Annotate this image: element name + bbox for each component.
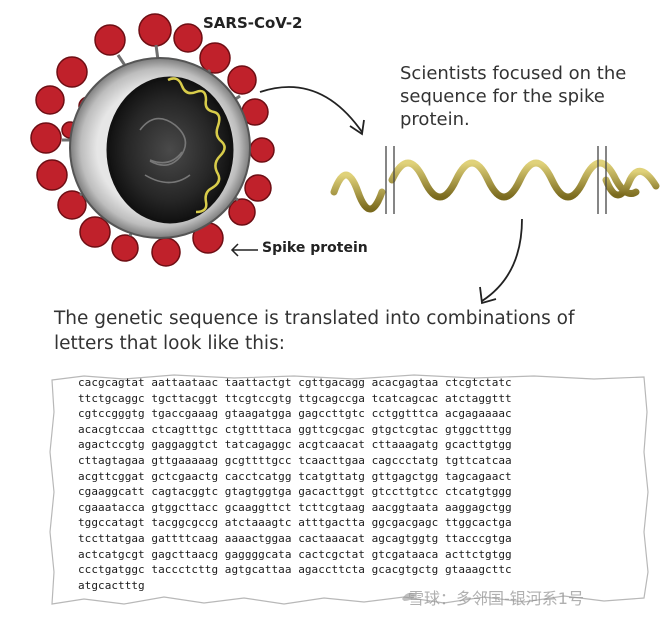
sequence-line: cgtccgggtg tgaccgaaag gtaagatgga gagcctt… bbox=[78, 407, 512, 421]
genetic-sequence: cacgcagtat aattaataac taattactgt cgttgac… bbox=[78, 375, 638, 603]
down-arrow-icon bbox=[479, 218, 523, 305]
watermark: 雪球：多邻国-银河系1号 bbox=[408, 589, 584, 608]
sequence-line: acgttcggat gctcgaactg cacctcatgg tcatgtt… bbox=[78, 469, 512, 483]
spike-protein-label: Spike protein bbox=[262, 240, 368, 256]
sequence-caption: The genetic sequence is translated into … bbox=[54, 308, 575, 354]
sequence-line: actcatgcgt gagcttaacg gaggggcata cactcgc… bbox=[78, 547, 512, 561]
sequence-line: ttctgcaggc tgcttacggt ttcgtccgtg ttgcagc… bbox=[78, 391, 512, 405]
sequence-line: acacgtccaa ctcagtttgc ctgttttaca ggttcgc… bbox=[78, 422, 512, 436]
scientists-note: Scientists focused on the sequence for t… bbox=[400, 63, 627, 130]
core-texture bbox=[139, 117, 191, 184]
sequence-line: tccttatgaa gattttcaag aaaactggaa cactaaa… bbox=[78, 531, 512, 545]
virus-title: SARS-CoV-2 bbox=[203, 14, 303, 32]
sequence-line: atgcactttg bbox=[78, 578, 145, 592]
virus-illustration bbox=[30, 13, 275, 267]
left-arrow-icon bbox=[230, 243, 258, 257]
viral-core bbox=[106, 76, 234, 224]
spike-gene-helix bbox=[330, 146, 660, 214]
sequence-line: cttagtagaa gttgaaaaag gcgttttgcc tcaactt… bbox=[78, 453, 512, 467]
sequence-line: agactccgtg gaggaggtct tatcagaggc acgtcaa… bbox=[78, 438, 512, 452]
sequence-line: tggccatagt tacggcgccg atctaaagtc atttgac… bbox=[78, 516, 512, 530]
torn-paper bbox=[49, 374, 649, 605]
sequence-line: cacgcagtat aattaataac taattactgt cgttgac… bbox=[78, 376, 512, 389]
rna-strand bbox=[167, 77, 226, 214]
sequence-line: ccctgatggc taccctcttg agtgcattaa agacctt… bbox=[78, 563, 512, 577]
curved-arrow-icon bbox=[259, 86, 365, 136]
sequence-line: cgaaggcatt cagtacggtc gtagtggtga gacactt… bbox=[78, 485, 512, 499]
snowball-logo-icon bbox=[402, 592, 416, 601]
sequence-line: cgaaataccа gtggcttacc gcaaggttct tcttcgt… bbox=[78, 500, 512, 514]
